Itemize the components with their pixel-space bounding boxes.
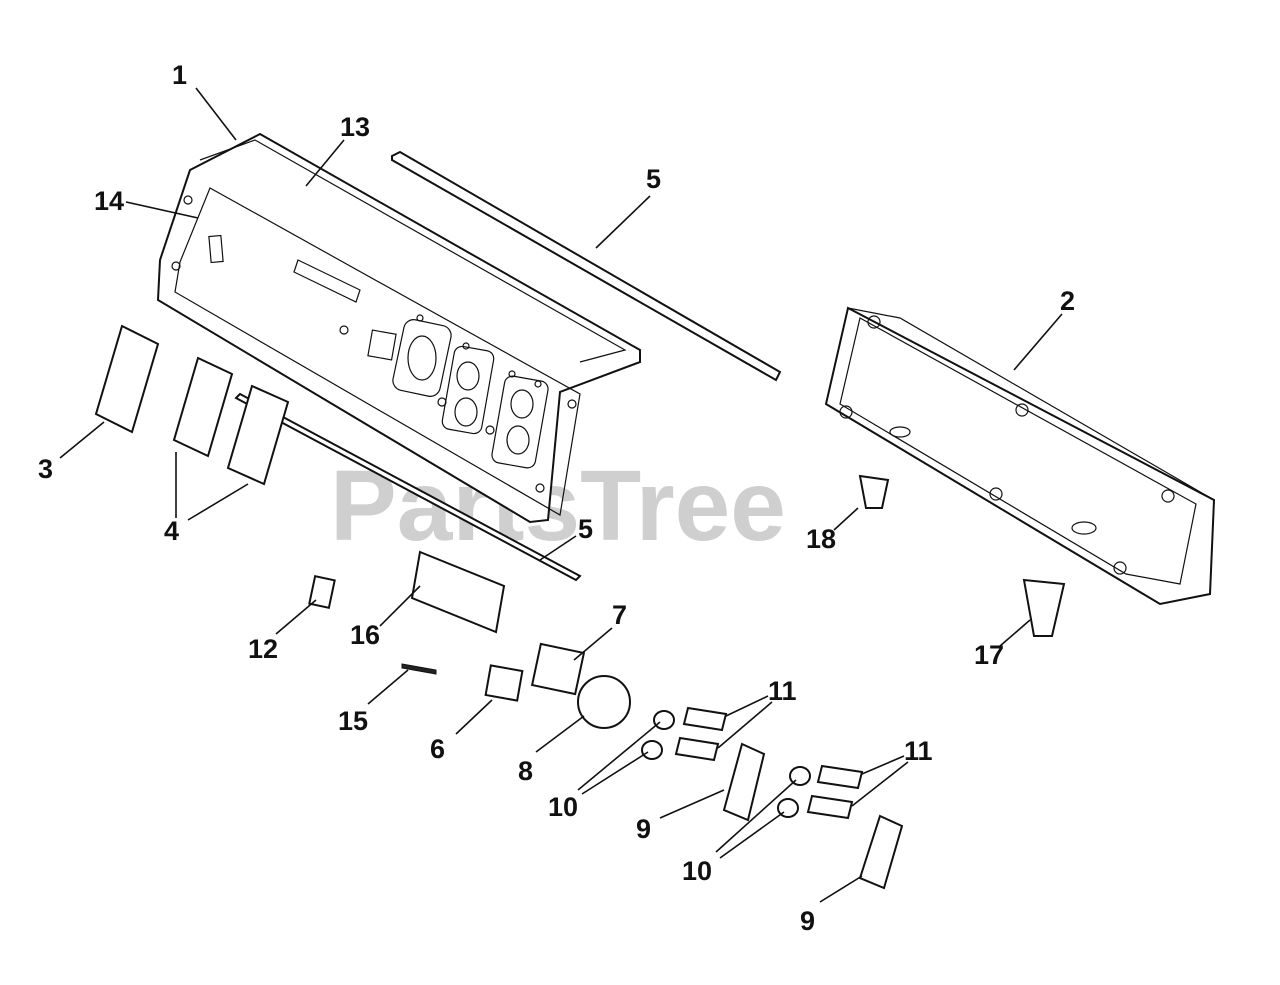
- leader-11c: [861, 755, 905, 775]
- leader-14: [125, 201, 199, 219]
- callout-17: 17: [974, 640, 1004, 670]
- callout-1: 1: [172, 60, 187, 90]
- callout-11b: 11: [904, 736, 933, 766]
- leader-5a: [595, 195, 651, 249]
- rod-upper: [391, 150, 782, 382]
- watermark-text: PartsTree: [330, 450, 786, 562]
- twist-outlet-8: [577, 675, 631, 729]
- clip-11b: [674, 736, 720, 762]
- grommet-18: [858, 474, 890, 509]
- leader-9b: [819, 875, 863, 903]
- leader-7: [573, 627, 613, 661]
- clip-11c: [816, 764, 864, 790]
- callout-12: 12: [248, 634, 278, 664]
- clip-11a: [682, 706, 728, 732]
- callout-9b: 9: [800, 906, 815, 936]
- nut-10a: [653, 710, 675, 730]
- cover-4a: [172, 356, 234, 458]
- callout-10a: 10: [548, 792, 578, 822]
- leader-2: [1013, 313, 1063, 371]
- screw-15: [401, 663, 437, 675]
- leader-11a: [725, 695, 769, 717]
- callout-5a: 5: [646, 164, 661, 194]
- leader-8: [535, 715, 585, 753]
- outlet-9a: [722, 742, 766, 822]
- leader-6: [455, 699, 493, 735]
- leader-10c: [715, 779, 797, 853]
- callout-3: 3: [38, 454, 53, 484]
- callout-9a: 9: [636, 814, 651, 844]
- control-panel: [156, 132, 641, 524]
- callout-2: 2: [1060, 286, 1075, 316]
- leader-17: [999, 619, 1031, 647]
- callout-13: 13: [340, 112, 370, 142]
- callout-5b: 5: [578, 514, 593, 544]
- callout-16: 16: [350, 620, 380, 650]
- callout-7: 7: [612, 600, 627, 630]
- callout-4: 4: [164, 516, 179, 546]
- leader-1: [195, 87, 237, 141]
- cover-4b: [226, 384, 290, 486]
- leader-10d: [719, 811, 785, 859]
- leader-5b: [539, 535, 577, 561]
- leader-11d: [851, 761, 909, 807]
- callout-11a: 11: [768, 676, 797, 706]
- leader-10a: [577, 721, 661, 791]
- leader-12: [275, 599, 317, 635]
- clip-11d: [806, 794, 854, 820]
- meter-16: [410, 550, 506, 634]
- callout-15: 15: [338, 706, 368, 736]
- leader-18: [833, 507, 859, 531]
- cover-3: [94, 324, 160, 434]
- breaker-7: [530, 642, 586, 696]
- leader-10b: [581, 751, 649, 795]
- nut-10b: [641, 740, 663, 760]
- rear-housing: [824, 306, 1216, 606]
- leader-11b: [717, 701, 773, 749]
- callout-10b: 10: [682, 856, 712, 886]
- leader-15: [367, 669, 409, 705]
- leader-3: [59, 421, 105, 459]
- grommet-17: [1022, 578, 1066, 637]
- leader-13: [305, 139, 345, 187]
- callout-18: 18: [806, 524, 836, 554]
- outlet-9b: [858, 814, 904, 890]
- leader-4b: [187, 483, 249, 521]
- part-6: [484, 664, 524, 702]
- leader-16: [379, 585, 421, 627]
- callout-6: 6: [430, 734, 445, 764]
- callout-8: 8: [518, 756, 533, 786]
- rod-lower: [234, 392, 582, 582]
- leader-9a: [659, 789, 725, 819]
- callout-14: 14: [94, 186, 124, 216]
